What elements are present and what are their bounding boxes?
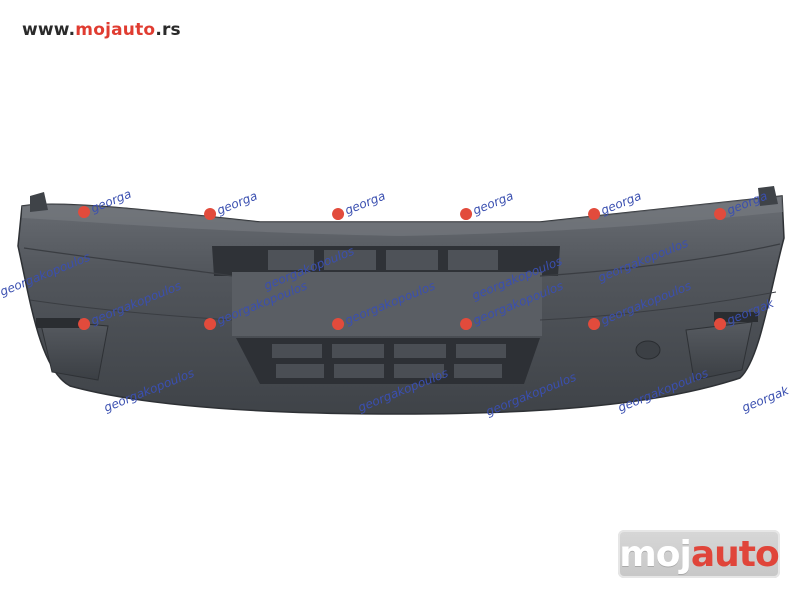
site-url: www.mojauto.rs bbox=[22, 20, 181, 40]
tow-hook-cover bbox=[635, 340, 661, 360]
right-mount-tab bbox=[758, 186, 778, 206]
right-fog-recess bbox=[685, 321, 753, 381]
bumper-crease-mid-right bbox=[539, 291, 777, 321]
svg-text:georgak: georgak bbox=[740, 383, 792, 415]
lower-grille-slats bbox=[272, 344, 506, 378]
site-url-suffix: .rs bbox=[155, 20, 181, 40]
left-fog-slot bbox=[36, 318, 80, 328]
bumper-crease-upper bbox=[23, 247, 233, 277]
svg-text:georga: georga bbox=[471, 189, 515, 218]
bumper-photo: georga georga georga georga georga georg… bbox=[0, 186, 792, 419]
bumper-top-lip bbox=[22, 196, 783, 236]
left-fog-recess bbox=[39, 319, 109, 381]
svg-text:georga: georga bbox=[343, 189, 387, 218]
bumper-crease-mid bbox=[29, 299, 233, 321]
bumper-crease-upper-right bbox=[539, 243, 781, 277]
logo-part-auto: auto bbox=[690, 533, 780, 575]
license-plate-area bbox=[232, 272, 542, 336]
site-url-prefix: www. bbox=[22, 20, 76, 40]
logo-part-moj: moj bbox=[619, 533, 692, 575]
left-mount-tab bbox=[30, 192, 48, 212]
site-url-brand: mojauto bbox=[75, 20, 156, 40]
right-fog-slot bbox=[714, 312, 758, 322]
svg-text:georga: georga bbox=[215, 189, 259, 218]
upper-grille-slats bbox=[268, 250, 498, 270]
